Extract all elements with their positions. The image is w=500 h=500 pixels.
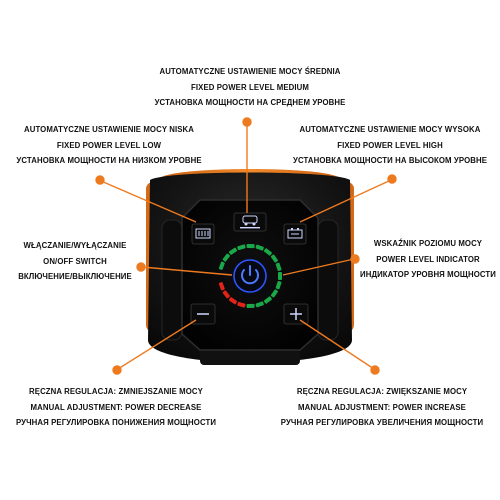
leader-low bbox=[100, 180, 197, 223]
callout-indicator-en: POWER LEVEL INDICATOR bbox=[376, 254, 480, 264]
led-segment-green bbox=[228, 247, 238, 255]
high-power-button[interactable] bbox=[283, 223, 307, 245]
led-segment-green bbox=[278, 272, 282, 280]
callout-medium-ru: УСТАНОВКА МОЩНОСТИ НА СРЕДНЕМ УРОВНЕ bbox=[154, 98, 346, 107]
leader-high-dot bbox=[387, 174, 397, 184]
callout-medium-pl: AUTOMATYCZNE USTAWIENIE MOCY ŚREDNIA bbox=[159, 67, 341, 76]
medium-power-button[interactable] bbox=[233, 212, 267, 232]
led-segment-green bbox=[255, 301, 264, 308]
plus-icon bbox=[290, 308, 302, 320]
callout-decrease-pl: RĘCZNA REGULACJA: ZMNIEJSZANIE MOCY bbox=[29, 387, 203, 396]
car-medium-icon bbox=[240, 215, 260, 229]
callout-high-en: FIXED POWER LEVEL HIGH bbox=[337, 140, 443, 150]
power-decrease-button[interactable] bbox=[190, 303, 216, 325]
callout-indicator-ru: ИНДИКАТОР УРОВНЯ МОЩНОСТИ bbox=[360, 270, 496, 279]
led-segment-green bbox=[255, 244, 264, 251]
callout-decrease: RĘCZNA REGULACJA: ZMNIEJSZANIE MOCY MANU… bbox=[2, 384, 230, 431]
callout-leader-lines bbox=[95, 117, 397, 375]
callout-indicator: WSKAŹNIK POZIOMU MOCY POWER LEVEL INDICA… bbox=[358, 236, 498, 283]
device-grip-left bbox=[161, 219, 183, 341]
callout-onoff-pl: WŁĄCZANIE/WYŁĄCZANIE bbox=[23, 241, 127, 250]
callout-high-ru: УСТАНОВКА МОЩНОСТИ НА ВЫСОКОМ УРОВНЕ bbox=[293, 156, 487, 165]
led-segment-green bbox=[275, 262, 282, 272]
led-segment-green bbox=[270, 254, 278, 263]
leader-low-dot bbox=[95, 175, 105, 185]
led-segment-green bbox=[275, 280, 282, 290]
led-segment-green bbox=[237, 244, 246, 251]
callout-low-en: FIXED POWER LEVEL LOW bbox=[56, 140, 162, 150]
leader-increase-dot bbox=[370, 365, 380, 375]
power-icon bbox=[241, 265, 259, 285]
callout-high: AUTOMATYCZNE USTAWIENIE MOCY WYSOKA FIXE… bbox=[282, 122, 498, 169]
led-segment-red bbox=[237, 301, 246, 308]
power-button[interactable] bbox=[228, 254, 272, 298]
callout-indicator-pl: WSKAŹNIK POZIOMU MOCY bbox=[373, 239, 483, 248]
leader-increase bbox=[299, 319, 375, 370]
callout-onoff-ru: ВКЛЮЧЕНИЕ/ВЫКЛЮЧЕНИЕ bbox=[18, 272, 132, 281]
led-segment-green bbox=[246, 303, 255, 309]
callout-low-pl: AUTOMATYCZNE USTAWIENIE MOCY NISKA bbox=[23, 125, 195, 134]
led-segment-green bbox=[218, 261, 225, 270]
callout-increase: RĘCZNA REGULACJA: ZWIĘKSZANIE MOCY MANUA… bbox=[266, 384, 498, 431]
leader-onoff-dot bbox=[136, 262, 146, 272]
leader-indicator-dot bbox=[350, 254, 360, 264]
callout-high-pl: AUTOMATYCZNE USTAWIENIE MOCY WYSOKA bbox=[299, 125, 481, 134]
callout-decrease-en: MANUAL ADJUSTMENT: POWER DECREASE bbox=[30, 402, 202, 412]
callout-medium-en: FIXED POWER LEVEL MEDIUM bbox=[191, 82, 309, 92]
leader-decrease bbox=[117, 319, 197, 370]
low-power-button[interactable] bbox=[191, 223, 215, 245]
plug-low-icon bbox=[195, 228, 211, 239]
callout-increase-ru: РУЧНАЯ РЕГУЛИРОВКА УВЕЛИЧЕНИЯ МОЩНОСТИ bbox=[280, 418, 484, 427]
led-segment-green bbox=[270, 289, 278, 298]
callout-decrease-ru: РУЧНАЯ РЕГУЛИРОВКА ПОНИЖЕНИЯ МОЩНОСТИ bbox=[15, 418, 217, 427]
battery-high-icon bbox=[287, 228, 303, 239]
leader-indicator bbox=[282, 258, 355, 276]
power-increase-button[interactable] bbox=[283, 303, 309, 325]
led-segment-green bbox=[263, 296, 272, 304]
led-segment-green bbox=[246, 243, 255, 249]
leader-medium-dot bbox=[242, 117, 252, 127]
led-segment-green bbox=[222, 253, 230, 262]
callout-medium: AUTOMATYCZNE USTAWIENIE MOCY ŚREDNIA FIX… bbox=[0, 64, 500, 111]
led-segment-green bbox=[263, 248, 272, 256]
leader-high bbox=[299, 179, 392, 223]
power-level-indicator bbox=[218, 243, 282, 309]
led-segment-red bbox=[222, 290, 230, 299]
leader-onoff bbox=[141, 266, 233, 276]
callout-low-ru: УСТАНОВКА МОЩНОСТИ НА НИЗКОМ УРОВНЕ bbox=[16, 156, 202, 165]
device-grip-right bbox=[317, 219, 339, 341]
callout-onoff-en: ON/OFF SWITCH bbox=[43, 256, 107, 266]
callout-increase-pl: RĘCZNA REGULACJA: ZWIĘKSZANIE MOCY bbox=[296, 387, 468, 396]
leader-decrease-dot bbox=[112, 365, 122, 375]
led-segment-red bbox=[228, 297, 238, 305]
callout-increase-en: MANUAL ADJUSTMENT: POWER INCREASE bbox=[298, 402, 466, 412]
led-segment-red bbox=[218, 282, 225, 291]
callout-onoff: WŁĄCZANIE/WYŁĄCZANIE ON/OFF SWITCH ВКЛЮЧ… bbox=[6, 238, 144, 285]
callout-low: AUTOMATYCZNE USTAWIENIE MOCY NISKA FIXED… bbox=[2, 122, 216, 169]
